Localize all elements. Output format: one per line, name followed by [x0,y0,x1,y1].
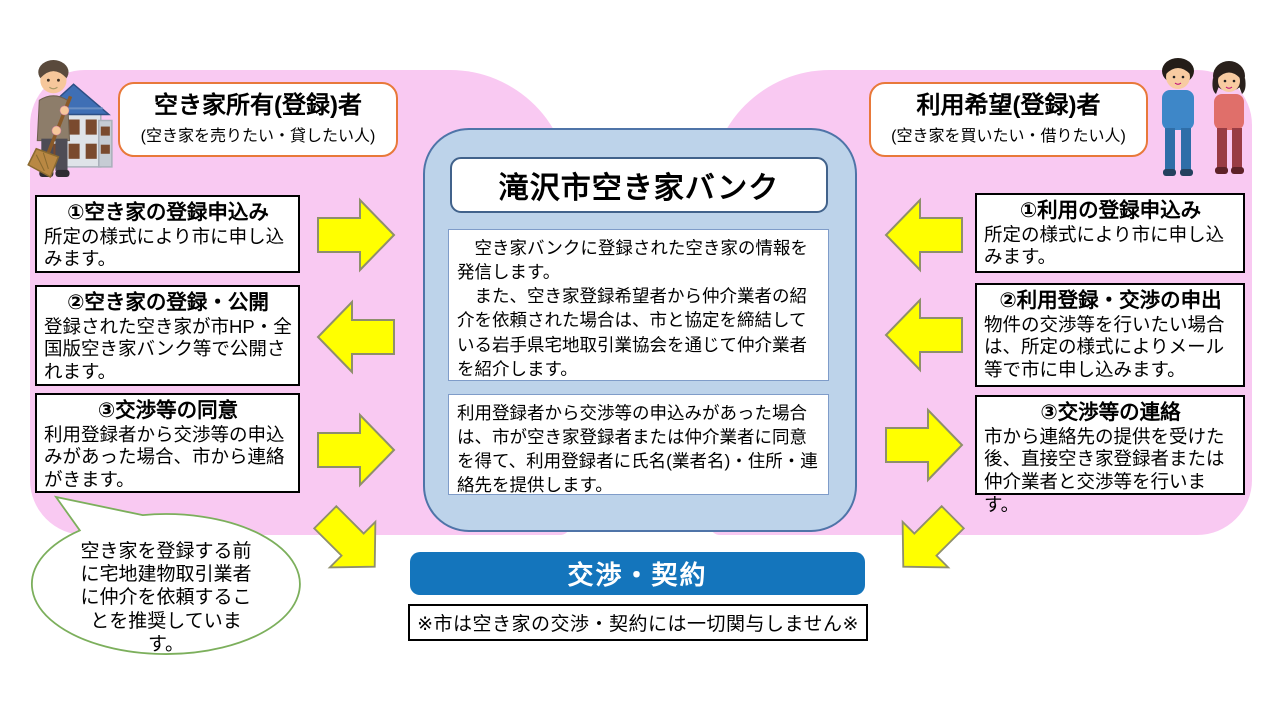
bank-info-negotiation: 利用登録者から交渉等の申込みがあった場合は、市が空き家登録者または仲介業者に同意… [448,394,829,495]
owner-step2-box: ②空き家の登録・公開 登録された空き家が市HP・全国版空き家バンク等で公開されま… [35,285,300,386]
owner-step2-title: ②空き家の登録・公開 [67,291,269,314]
recommendation-callout-bubble [31,495,301,655]
owner-step3-body: 利用登録者から交渉等の申込みがあった場合、市から連絡がきます。 [44,423,285,491]
user-header-subtitle: (空き家を買いたい・借りたい人) [891,128,1126,146]
owner-header: 空き家所有(登録)者 (空き家を売りたい・貸したい人) [118,82,398,157]
arrow-owner-contract-diagonal [312,504,377,569]
couple-woman-icon [1212,61,1246,174]
owner-illustration man-with-broom-and-house-icon [27,60,113,179]
arrow-owner-publish-left [316,299,395,375]
owner-step2-body: 登録された空き家が市HP・全国版空き家バンク等で公開されます。 [44,315,292,383]
contract-bar: 交渉・契約 [410,552,865,595]
bank-title: 滝沢市空き家バンク [450,157,828,213]
user-step2-body: 物件の交渉等を行いたい場合は、所定の様式によりメール等で市に申し込みます。 [984,313,1225,381]
arrow-owner-consent-right [317,412,396,488]
owner-person-icon [27,60,73,179]
user-step2-title: ②利用登録・交渉の申出 [999,289,1222,312]
user-illustration couple-icon [1162,58,1246,176]
owner-step3-title: ③交渉等の同意 [97,399,239,422]
arrow-owner-apply-right [317,197,396,273]
arrow-user-request-left [884,297,963,373]
disclaimer-note: ※市は空き家の交渉・契約には一切関与しません※ [408,604,868,641]
user-header: 利用希望(登録)者 (空き家を買いたい・借りたい人) [869,82,1148,157]
user-step1-box: ①利用の登録申込み 所定の様式により市に申し込みます。 [975,193,1245,273]
owner-step1-box: ①空き家の登録申込み 所定の様式により市に申し込みます。 [35,195,300,273]
owner-step1-body: 所定の様式により市に申し込みます。 [44,225,285,270]
recommendation-callout-text: 空き家を登録する前に宅地建物取引業者に仲介を依頼することを推奨しています。 [80,541,252,655]
couple-man-icon [1162,58,1194,176]
user-step1-title: ①利用の登録申込み [1019,199,1202,222]
user-step3-body: 市から連絡先の提供を受けた後、直接空き家登録者または仲介業者と交渉等を行います。 [984,425,1225,515]
user-step3-title: ③交渉等の連絡 [1040,401,1181,424]
user-step2-box: ②利用登録・交渉の申出 物件の交渉等を行いたい場合は、所定の様式によりメール等で… [975,283,1245,387]
user-header-title: 利用希望(登録)者 [916,91,1101,119]
user-step3-box: ③交渉等の連絡 市から連絡先の提供を受けた後、直接空き家登録者または仲介業者と交… [975,395,1245,515]
user-step1-body: 所定の様式により市に申し込みます。 [984,223,1225,268]
bank-info-publish: 空き家バンクに登録された空き家の情報を発信します。 また、空き家登録希望者から仲… [448,229,829,381]
arrow-user-apply-left [884,197,963,273]
owner-header-title: 空き家所有(登録)者 [154,91,362,119]
arrow-user-contract-diagonal [901,504,966,569]
owner-header-subtitle: (空き家を売りたい・貸したい人) [140,128,376,146]
owner-step1-title: ①空き家の登録申込み [67,201,269,224]
arrow-user-contact-right [885,407,964,483]
owner-step3-box: ③交渉等の同意 利用登録者から交渉等の申込みがあった場合、市から連絡がきます。 [35,393,300,493]
